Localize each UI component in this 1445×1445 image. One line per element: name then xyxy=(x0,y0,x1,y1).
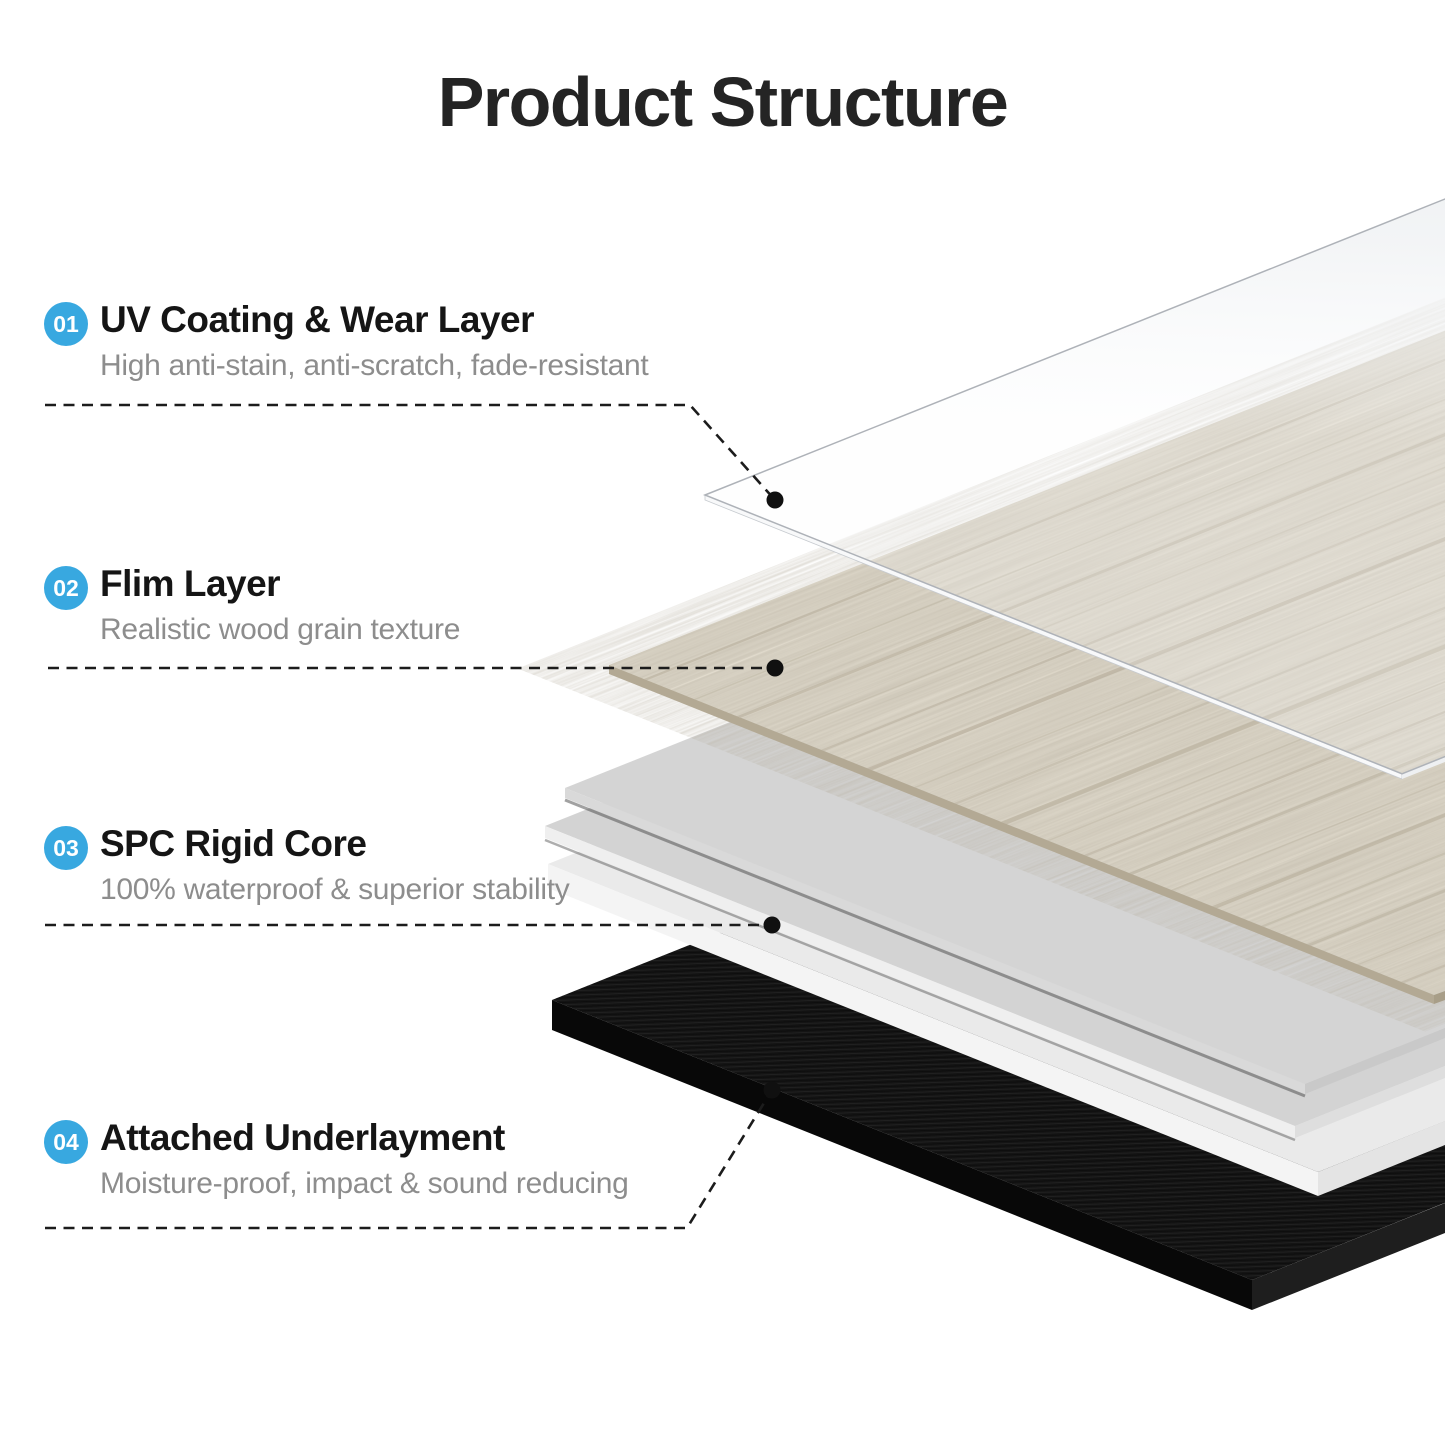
callout-attached-underlayment: 04 Attached Underlayment Moisture-proof,… xyxy=(44,1117,629,1201)
step-number-badge: 04 xyxy=(44,1120,88,1164)
callout-uv-coating-wear-layer: 01 UV Coating & Wear Layer High anti-sta… xyxy=(44,299,649,383)
core-main-left-edge xyxy=(548,864,1318,1196)
layer-description: 100% waterproof & superior stability xyxy=(100,872,570,906)
step-number-badge: 03 xyxy=(44,826,88,870)
wear-top-face xyxy=(705,95,1445,774)
callout-leaders xyxy=(45,403,776,1230)
layer-description: High anti-stain, anti-scratch, fade-resi… xyxy=(100,348,649,382)
core-main-right-edge xyxy=(1318,1121,1445,1196)
wear-right-edge xyxy=(1402,757,1445,779)
core-groove-shadow-upper xyxy=(564,798,1306,1098)
core-groove-shadow-lower xyxy=(544,838,1296,1142)
callout-spc-rigid-core: 03 SPC Rigid Core 100% waterproof & supe… xyxy=(44,823,570,907)
leader-dot-1 xyxy=(766,491,784,509)
callout-film-layer: 02 Flim Layer Realistic wood grain textu… xyxy=(44,563,460,647)
leader-line-1 xyxy=(45,403,776,501)
core-middle-left-edge xyxy=(545,826,1295,1138)
core-middle-right-edge xyxy=(1295,1066,1445,1138)
leader-dot-3 xyxy=(763,916,781,934)
underlayment-left-edge xyxy=(552,1000,1252,1310)
layer-name: UV Coating & Wear Layer xyxy=(100,299,534,340)
layer-name: SPC Rigid Core xyxy=(100,823,367,864)
underlayment-right-edge xyxy=(1252,1203,1445,1310)
layer-name: Flim Layer xyxy=(100,563,281,604)
wear-layer xyxy=(705,95,1445,780)
layer-name: Attached Underlayment xyxy=(100,1117,505,1158)
step-number-badge: 01 xyxy=(44,302,88,346)
wood-grain-noise xyxy=(609,264,1445,996)
layer-description: Moisture-proof, impact & sound reducing xyxy=(100,1166,629,1200)
core-top-left-edge xyxy=(565,788,1305,1094)
core-top-right-edge xyxy=(1305,1028,1445,1094)
leader-line-4 xyxy=(45,1089,774,1230)
step-number-badge: 02 xyxy=(44,566,88,610)
leader-dot-4 xyxy=(763,1081,781,1099)
film-right-edge xyxy=(1434,991,1445,1004)
page-title: Product Structure xyxy=(437,63,1009,141)
film-left-edge xyxy=(609,665,1434,1004)
layer-description: Realistic wood grain texture xyxy=(100,612,461,646)
leader-dot-2 xyxy=(766,659,784,677)
leader-dots xyxy=(763,491,784,1099)
